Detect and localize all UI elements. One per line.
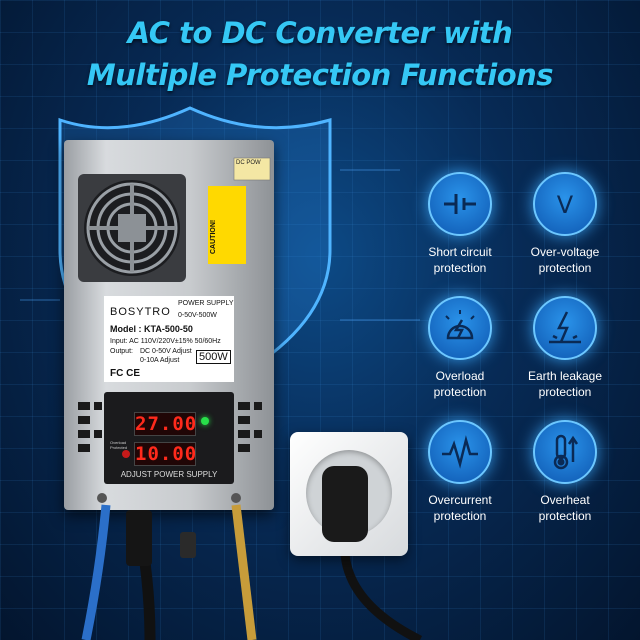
feature-earth-leakage: Earth leakage protection	[505, 296, 625, 400]
overload-text: Overload Protected	[110, 440, 128, 450]
overload-icon	[428, 296, 492, 360]
feature-over-voltage: V Over-voltage protection	[505, 172, 625, 276]
feature-subtitle: protection	[538, 261, 592, 275]
output-voltage: DC 0-50V Adjust	[140, 348, 192, 355]
voltage-display: 27.00	[134, 412, 198, 436]
model-number: Model : KTA-500-50	[110, 324, 193, 334]
feature-title: Overcurrent	[428, 493, 492, 507]
feature-overload: Overload protection	[400, 296, 520, 400]
feature-short-circuit: Short circuit protection	[400, 172, 520, 276]
power-rating: 500W	[196, 350, 231, 364]
svg-text:V: V	[557, 191, 574, 219]
product-range: 0-50V-500W	[178, 312, 217, 319]
product-label: BOSYTRO POWER SUPPLY 0-50V-500W Model : …	[104, 296, 234, 382]
brand-name: BOSYTRO	[110, 306, 171, 318]
feature-subtitle: protection	[538, 509, 592, 523]
wall-socket	[290, 432, 408, 556]
feature-title: Earth leakage	[527, 369, 603, 383]
headline-line-1: AC to DC Converter with	[127, 16, 513, 50]
feature-overcurrent: Overcurrent protection	[400, 420, 520, 524]
short-circuit-icon	[428, 172, 492, 236]
feature-title: Short circuit	[428, 245, 492, 259]
earth-leakage-icon	[533, 296, 597, 360]
plug	[322, 466, 368, 542]
product-type: POWER SUPPLY	[178, 300, 234, 307]
control-panel	[104, 392, 234, 484]
overcurrent-icon	[428, 420, 492, 484]
feature-subtitle: protection	[433, 385, 487, 399]
output-label: Output:	[110, 348, 133, 355]
feature-subtitle: protection	[433, 509, 487, 523]
feature-title: Overload	[435, 369, 485, 383]
feature-title: Overheat	[540, 493, 590, 507]
feature-subtitle: protection	[433, 261, 487, 275]
overload-led	[122, 450, 130, 458]
feature-subtitle: protection	[538, 385, 592, 399]
certification-marks: FC CE	[110, 368, 140, 379]
headline-line-2: Multiple Protection Functions	[86, 58, 554, 92]
output-current: 0-10A Adjust	[140, 357, 180, 364]
status-led	[201, 417, 209, 425]
current-display: 10.00	[134, 442, 198, 466]
feature-overheat: Overheat protection	[505, 420, 625, 524]
dc-power-tag: DC POW	[236, 160, 261, 166]
input-rating: Input: AC 110V/220V±15% 50/60Hz	[110, 338, 221, 345]
feature-title: Over-voltage	[530, 245, 600, 259]
psu-body-detail	[78, 157, 271, 503]
over-voltage-icon: V	[533, 172, 597, 236]
panel-caption: ADJUST POWER SUPPLY	[120, 470, 218, 479]
overheat-icon	[533, 420, 597, 484]
